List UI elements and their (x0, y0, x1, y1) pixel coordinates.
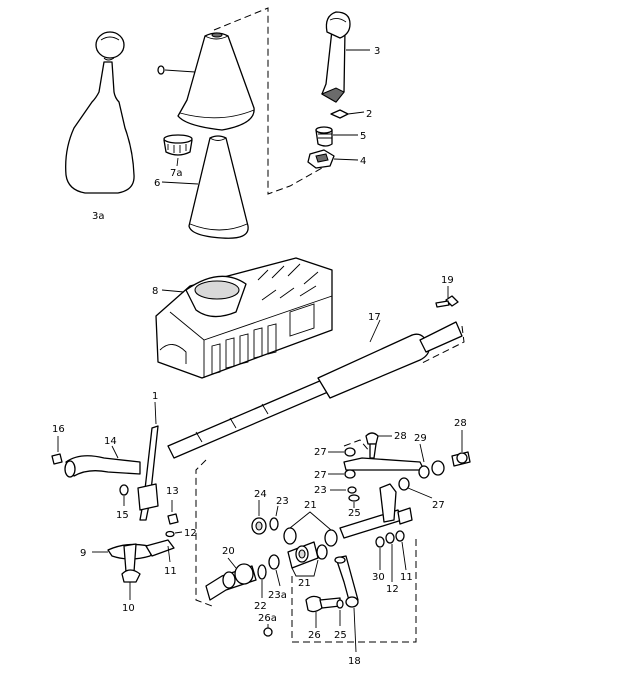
part-30-nut (375, 536, 385, 570)
part-8-console-housing (155, 257, 333, 379)
part-15-washer (119, 484, 129, 506)
label-27-top: 27 (314, 447, 327, 458)
label-29: 29 (414, 433, 427, 444)
label-21-lower: 21 (298, 578, 311, 589)
assembly-outline-dashed (213, 7, 323, 195)
label-7a: 7a (170, 168, 183, 179)
part-20-gear-shaft (205, 557, 257, 601)
part-14-tube (64, 445, 141, 478)
label-23-right: 23 (314, 485, 327, 496)
label-27-mid: 27 (314, 470, 327, 481)
part-22-ring (257, 564, 267, 598)
label-21-upper: 21 (304, 500, 317, 511)
part-28-bolt-top (365, 432, 392, 459)
label-11-left: 11 (164, 566, 177, 577)
label-2: 2 (366, 109, 372, 120)
part-27-nut-mid (328, 469, 356, 479)
part-24-nut (251, 500, 267, 535)
upper-boot-cone (157, 32, 255, 131)
part-11-plate-left (145, 539, 175, 563)
part-26a-pin (263, 624, 273, 637)
part-17-shift-rod (167, 319, 465, 459)
part-23a-ring (268, 554, 281, 587)
part-3a-shift-boot (65, 31, 135, 194)
label-25-lower: 25 (334, 630, 347, 641)
label-1: 1 (152, 391, 158, 402)
label-8: 8 (152, 286, 158, 297)
label-18: 18 (348, 656, 361, 667)
label-12-right: 12 (386, 584, 399, 595)
part-labels: 3 2 5 4 7a 6 3a 8 19 17 1 16 14 28 28 29… (52, 46, 467, 667)
part-26-bolt (305, 595, 341, 628)
label-16: 16 (52, 424, 65, 435)
part-11-ring-right (395, 530, 407, 571)
label-9: 9 (80, 548, 86, 559)
part-10-foot (121, 569, 141, 600)
part-5-bushing (315, 126, 358, 147)
label-22: 22 (254, 601, 267, 612)
part-6-lower-boot (161, 135, 249, 239)
part-27-nut-top (328, 447, 356, 457)
linkage-bracket (343, 439, 425, 471)
part-28-bolt-right (451, 430, 471, 467)
part-13-bolt (167, 500, 179, 525)
part-23-washer (269, 505, 279, 531)
part-21-coupling-lower (287, 541, 328, 577)
label-5: 5 (360, 131, 366, 142)
part-1-lever (137, 401, 159, 521)
lower-assembly-outline (195, 459, 213, 607)
label-11-right: 11 (400, 572, 413, 583)
label-26a: 26a (258, 613, 277, 624)
part-18-shift-arm (334, 555, 359, 653)
part-27-nut-right (398, 477, 433, 499)
label-12-left: 12 (184, 528, 197, 539)
part-4-guide (307, 149, 359, 169)
label-19: 19 (441, 275, 454, 286)
cross-shaft (339, 483, 413, 539)
part-3-shift-lever (320, 11, 370, 103)
part-19-bolt (435, 286, 459, 308)
part-12-clip-left (165, 530, 183, 538)
part-29-bushing (418, 443, 445, 479)
label-28-top: 28 (394, 431, 407, 442)
label-25-right: 25 (348, 508, 361, 519)
label-3a: 3a (92, 211, 105, 222)
label-27-right: 27 (432, 500, 445, 511)
label-26: 26 (308, 630, 321, 641)
part-25-washer-lower (336, 599, 344, 626)
label-24: 24 (254, 489, 267, 500)
label-17: 17 (368, 312, 381, 323)
part-25-washer-right (348, 494, 360, 508)
label-10: 10 (122, 603, 135, 614)
label-23a: 23a (268, 590, 287, 601)
label-13: 13 (166, 486, 179, 497)
label-4: 4 (360, 156, 366, 167)
label-14: 14 (104, 436, 117, 447)
label-6: 6 (154, 178, 160, 189)
part-23-washer-right (330, 486, 357, 494)
label-20: 20 (222, 546, 235, 557)
label-15: 15 (116, 510, 129, 521)
part-12-washer-right (385, 532, 395, 582)
label-28-right: 28 (454, 418, 467, 429)
part-16-cap (51, 436, 63, 465)
label-3: 3 (374, 46, 380, 57)
part-7a-ring (163, 134, 193, 167)
label-23: 23 (276, 496, 289, 507)
label-30: 30 (372, 572, 385, 583)
right-assembly-outline (291, 536, 417, 643)
part-2-clip (330, 109, 365, 119)
part-21-coupling-upper (283, 511, 338, 547)
